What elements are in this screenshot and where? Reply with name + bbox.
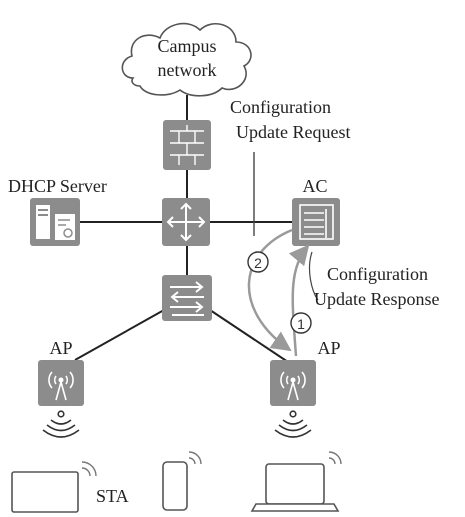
step2-marker: 2 — [247, 251, 269, 273]
cloud-label-line2: network — [158, 60, 217, 80]
ap-right-label: AP — [317, 338, 340, 358]
response-callout-line — [308, 251, 319, 301]
dhcp-server-label: DHCP Server — [8, 176, 107, 196]
link-switch-ap-right — [209, 309, 289, 363]
sta-label: STA — [96, 486, 129, 506]
firewall-icon — [163, 120, 211, 170]
cloud-label-line1: Campus — [157, 36, 216, 56]
switch-icon — [162, 275, 212, 321]
cloud-icon — [121, 22, 252, 97]
response-arrow — [288, 244, 310, 357]
network-links — [74, 95, 292, 363]
svg-text:1: 1 — [297, 316, 305, 332]
wifi-signal-icon — [274, 410, 312, 438]
step1-marker: 1 — [290, 312, 312, 334]
laptop-icon — [250, 451, 342, 512]
link-switch-ap-left — [74, 309, 165, 361]
request-arrow — [247, 228, 293, 352]
access-point-icon — [270, 360, 316, 406]
request-label-line1: Configuration — [230, 97, 331, 117]
response-label-line2: Update Response — [314, 289, 439, 309]
request-label-line2: Update Request — [236, 122, 350, 142]
access-controller-icon — [292, 198, 340, 246]
server-icon — [30, 198, 80, 246]
response-label-line1: Configuration — [327, 264, 428, 284]
access-point-icon — [38, 360, 84, 406]
tablet-icon — [11, 461, 97, 513]
svg-text:2: 2 — [254, 255, 262, 271]
ap-left-label: AP — [49, 338, 72, 358]
phone-icon — [162, 451, 202, 511]
router-icon — [162, 198, 210, 246]
ac-label: AC — [302, 176, 327, 196]
wifi-signal-icon — [42, 410, 80, 438]
